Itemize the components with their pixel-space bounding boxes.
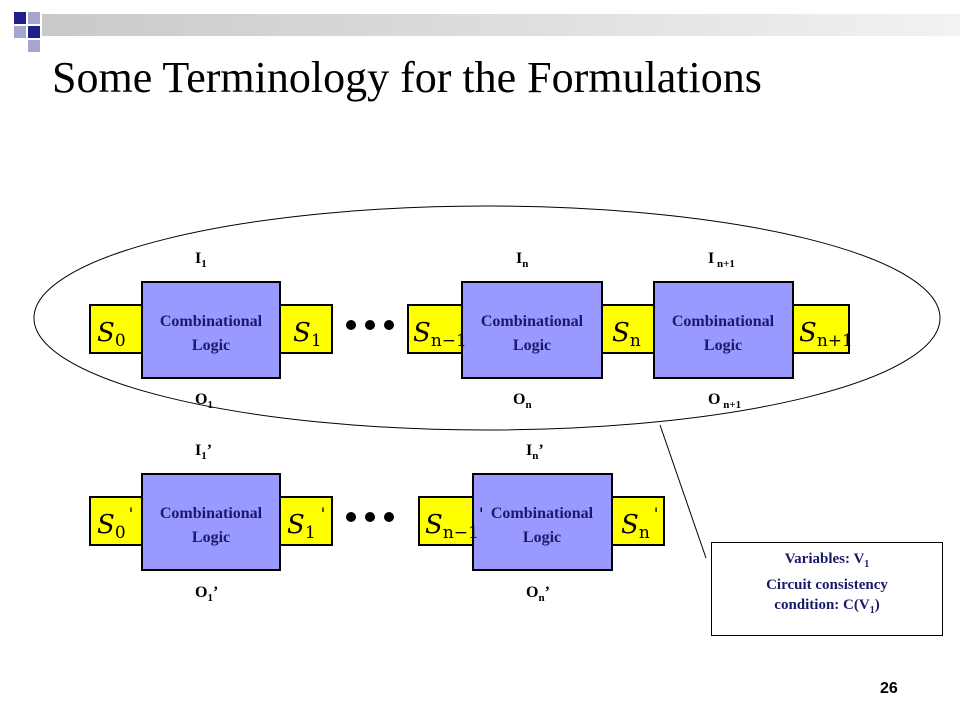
output-label-o1: O1: [195, 391, 213, 411]
logic-label-line2: Logic: [192, 337, 230, 354]
state-box-sn: [601, 304, 655, 354]
logic-label-line1: Combinational: [672, 313, 775, 330]
ellipsis-dots-bottom: [346, 512, 394, 522]
header-gradient-bar: [42, 14, 960, 36]
input-label-in: In: [516, 250, 528, 270]
slide-title: Some Terminology for the Formulations: [52, 53, 762, 102]
output-label-on-plus-1: O n+1: [708, 391, 741, 411]
logic-label-line1: Combinational: [160, 313, 263, 330]
logic-label-line1: Combinational: [160, 505, 263, 522]
output-label-on: On: [513, 391, 532, 411]
input-label-i1: I1: [195, 250, 207, 270]
state-box-s1-prime: [279, 496, 333, 546]
logic-block-n-prime: [472, 473, 613, 571]
state-label-sn-plus-1: Sn+1: [799, 318, 853, 351]
state-label-sn-minus-1-prime: Sn−1': [425, 505, 484, 543]
state-label-s1-prime: S1': [287, 505, 325, 543]
logic-label-line1: Combinational: [491, 505, 594, 522]
logic-block-n-plus-1: [653, 281, 794, 379]
logic-block-n: [461, 281, 603, 379]
corner-square-light-2: [14, 26, 26, 38]
logic-block-1: [141, 281, 281, 379]
input-label-i1-prime: I1’: [195, 442, 212, 462]
state-label-sn-minus-1: Sn−1: [413, 318, 467, 351]
logic-label-line2: Logic: [523, 529, 561, 546]
frame-ellipse: [33, 205, 941, 431]
state-box-sn-minus-1: [407, 304, 463, 354]
callout-note-box: Variables: V1 Circuit consistency condit…: [711, 542, 943, 636]
corner-square-light-3: [28, 40, 40, 52]
state-label-s0: S0: [97, 318, 126, 351]
note-line-consistency: Circuit consistency: [766, 577, 888, 593]
ellipsis-dots-top: [346, 320, 394, 330]
logic-label-line2: Logic: [192, 529, 230, 546]
page-number: 26: [880, 680, 898, 697]
corner-square-navy-1: [14, 12, 26, 24]
state-box-sn-plus-1: [792, 304, 850, 354]
logic-label-line2: Logic: [513, 337, 551, 354]
state-label-s1: S1: [293, 318, 322, 351]
logic-label-line2: Logic: [704, 337, 742, 354]
logic-label-line1: Combinational: [481, 313, 584, 330]
corner-square-light-1: [28, 12, 40, 24]
state-label-s0-prime: S0': [97, 505, 133, 543]
state-box-s0: [89, 304, 143, 354]
logic-block-1-prime: [141, 473, 281, 571]
callout-line: [659, 424, 707, 559]
input-label-in-prime: In’: [526, 442, 544, 462]
note-line-variables: Variables: V1: [784, 551, 870, 570]
output-label-o1-prime: O1’: [195, 584, 218, 604]
state-label-sn: Sn: [612, 318, 641, 351]
input-label-in-plus-1: I n+1: [708, 250, 735, 270]
note-line-condition: condition: C(V1): [774, 597, 880, 616]
output-label-on-prime: On’: [526, 584, 550, 604]
corner-square-navy-2: [28, 26, 40, 38]
state-label-sn-prime: Sn': [621, 505, 658, 543]
